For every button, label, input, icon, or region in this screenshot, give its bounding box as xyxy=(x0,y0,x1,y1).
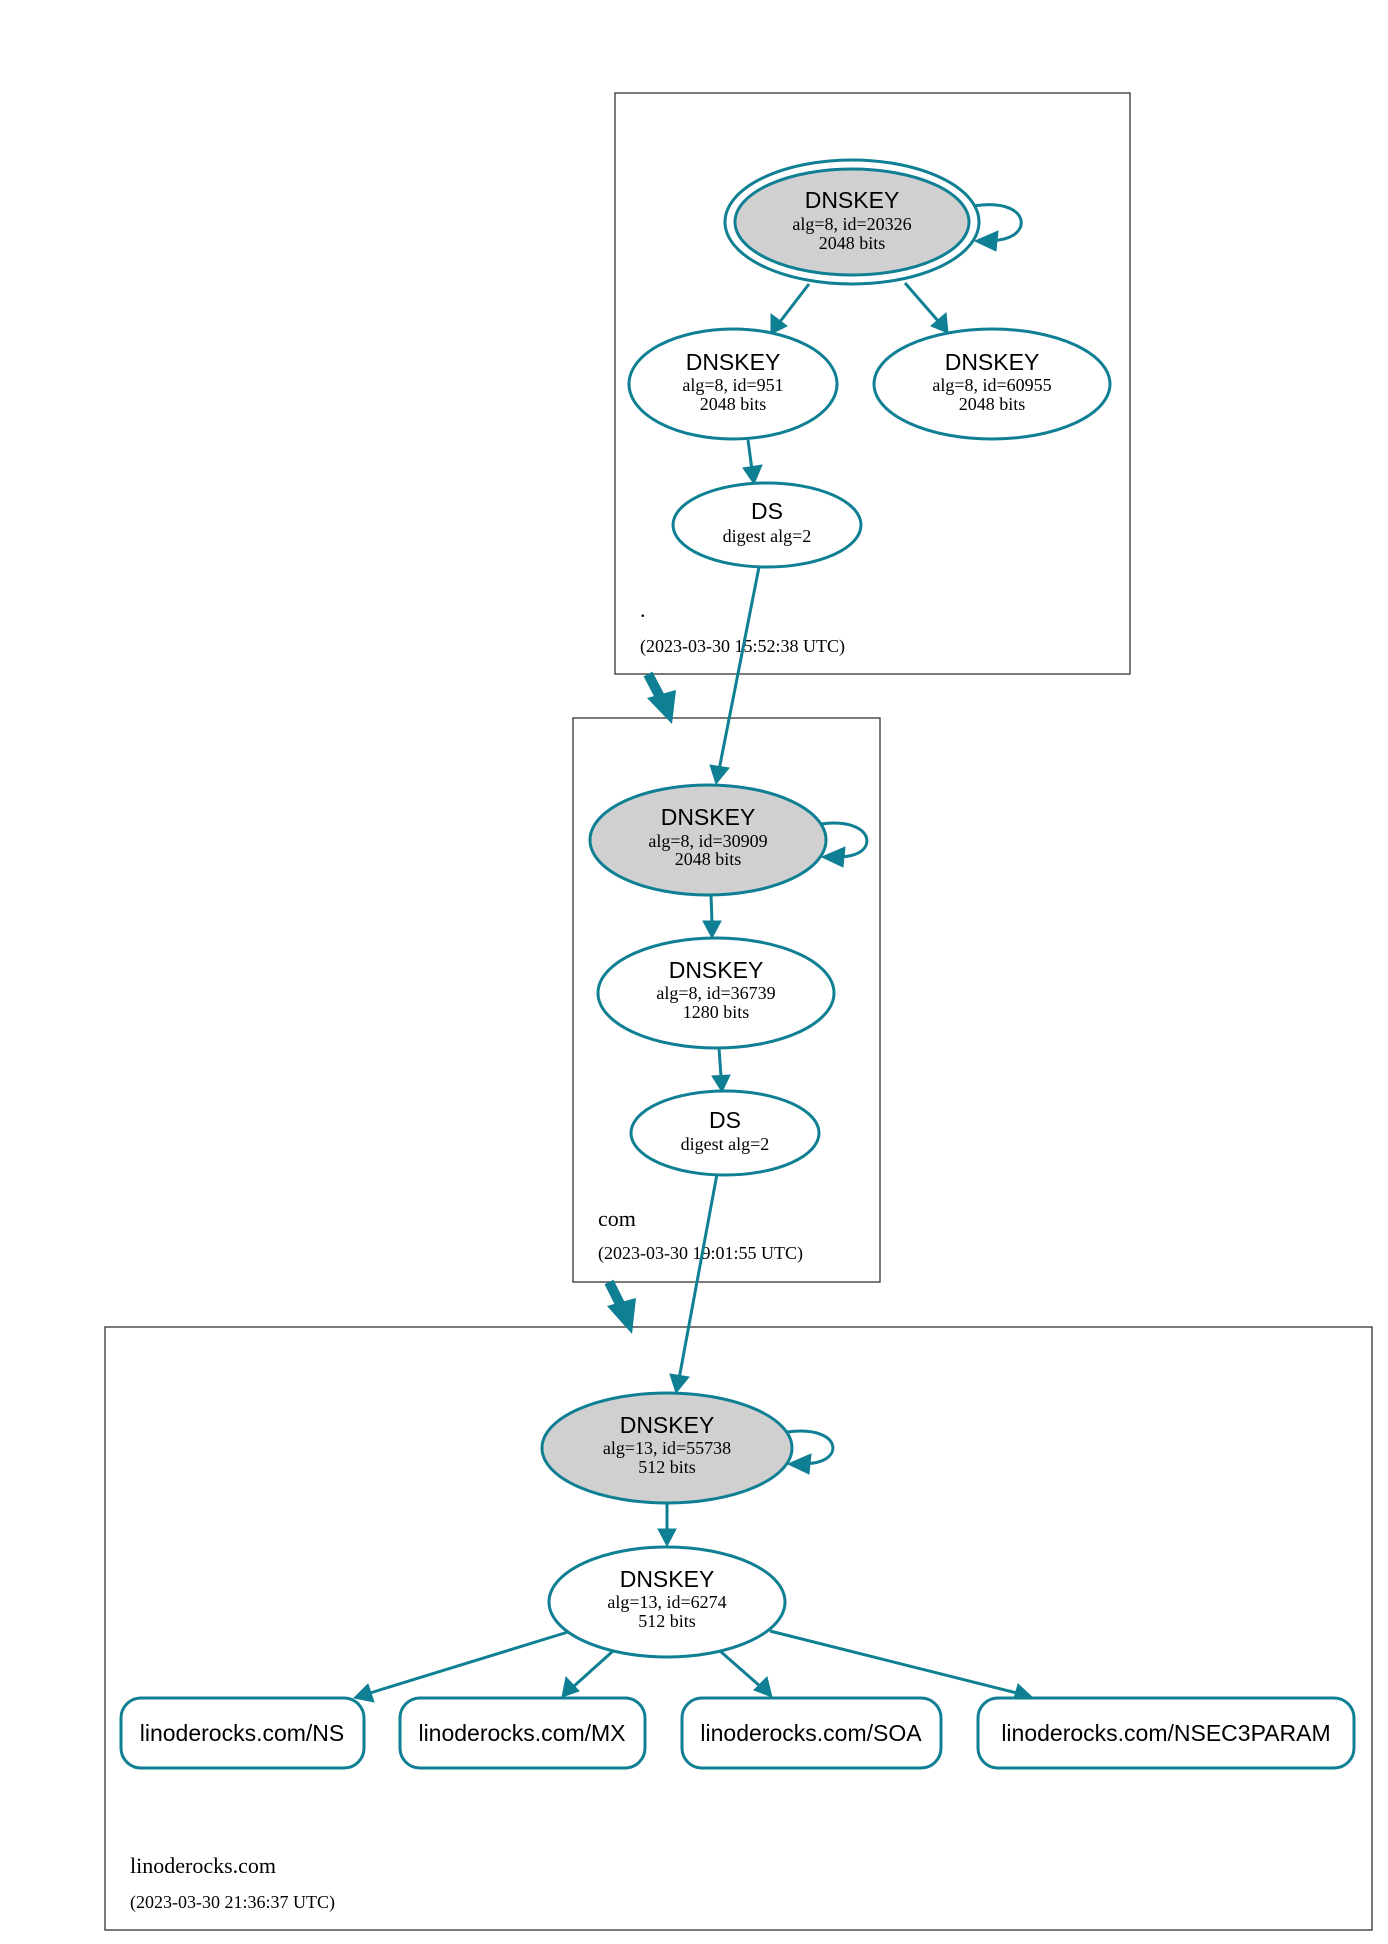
delegation-arrow-com-to-linoderocks xyxy=(604,1279,625,1307)
arrowhead xyxy=(770,313,788,335)
node-bits: 2048 bits xyxy=(700,394,767,414)
node-alg: alg=13, id=6274 xyxy=(607,1592,726,1612)
linoderocks-zsk-node[interactable]: DNSKEY alg=13, id=6274 512 bits xyxy=(547,1545,787,1659)
node-bits: 2048 bits xyxy=(959,394,1026,414)
node-alg: alg=8, id=30909 xyxy=(648,831,767,851)
rrset-label: linoderocks.com/SOA xyxy=(700,1720,922,1746)
node-alg: alg=8, id=60955 xyxy=(932,375,1051,395)
zone-name-com: com xyxy=(598,1206,636,1231)
edge-com-ds-to-linoderocks-ksk xyxy=(677,1173,719,1380)
node-title: DNSKEY xyxy=(686,349,781,375)
arrowhead xyxy=(973,230,999,252)
zone-box-com xyxy=(572,717,881,1283)
rrset-label: linoderocks.com/NSEC3PARAM xyxy=(1001,1720,1330,1746)
arrowhead xyxy=(711,1074,731,1094)
edge-com-ksk-self xyxy=(820,821,869,859)
rrset-label: linoderocks.com/MX xyxy=(418,1720,625,1746)
com-zsk-node[interactable]: DNSKEY alg=8, id=36739 1280 bits xyxy=(596,936,836,1050)
arrowhead xyxy=(657,1528,677,1548)
edge-root-ksk-to-zsk1 xyxy=(777,283,811,324)
delegation-arrowhead xyxy=(647,690,676,724)
node-digest: digest alg=2 xyxy=(681,1134,770,1154)
node-bits: 512 bits xyxy=(638,1611,696,1631)
rrset-label: linoderocks.com/NS xyxy=(140,1720,345,1746)
zone-time-com: (2023-03-30 19:01:55 UTC) xyxy=(598,1243,803,1264)
arrowhead xyxy=(820,846,846,868)
arrowhead xyxy=(702,920,722,940)
zone-time-linoderocks: (2023-03-30 21:36:37 UTC) xyxy=(130,1892,335,1913)
node-bits: 2048 bits xyxy=(819,233,886,253)
rrset-nsec3param-node[interactable]: linoderocks.com/NSEC3PARAM xyxy=(976,1696,1356,1770)
node-alg: alg=8, id=20326 xyxy=(792,214,911,234)
edge-linoderocks-ksk-self xyxy=(786,1429,835,1465)
edge-zsk-to-ns xyxy=(369,1630,569,1695)
node-title: DS xyxy=(709,1107,741,1133)
zone-box-linoderocks xyxy=(104,1326,1373,1931)
edge-com-zsk-to-ds xyxy=(717,1047,723,1078)
root-zsk-60955-node[interactable]: DNSKEY alg=8, id=60955 2048 bits xyxy=(872,327,1112,441)
node-title: DNSKEY xyxy=(805,187,900,213)
node-title: DS xyxy=(751,498,783,524)
edge-root-ksk-self xyxy=(973,203,1023,242)
arrowhead xyxy=(669,1373,690,1395)
arrowhead xyxy=(753,1676,773,1698)
com-ds-node[interactable]: DS digest alg=2 xyxy=(629,1089,821,1177)
arrowhead xyxy=(352,1683,375,1703)
edge-zsk-to-mx xyxy=(571,1649,615,1689)
node-bits: 1280 bits xyxy=(683,1002,750,1022)
edge-zsk-to-nsec3param xyxy=(769,1629,1018,1695)
node-alg: alg=8, id=36739 xyxy=(656,983,775,1003)
edge-root-zsk1-to-ds xyxy=(746,439,754,471)
linoderocks-ksk-node[interactable]: DNSKEY alg=13, id=55738 512 bits xyxy=(540,1391,794,1505)
zone-name-linoderocks: linoderocks.com xyxy=(130,1853,276,1878)
ksk-inner-ellipse xyxy=(733,167,971,277)
rrset-ns-node[interactable]: linoderocks.com/NS xyxy=(119,1696,366,1770)
delegation-arrow-root-to-com xyxy=(643,671,665,700)
zone-box-root xyxy=(614,92,1131,675)
root-ds-node[interactable]: DS digest alg=2 xyxy=(671,481,863,569)
rrset-mx-node[interactable]: linoderocks.com/MX xyxy=(398,1696,647,1770)
node-bits: 512 bits xyxy=(638,1457,696,1477)
rrset-soa-node[interactable]: linoderocks.com/SOA xyxy=(680,1696,943,1770)
node-bits: 2048 bits xyxy=(675,849,742,869)
node-title: DNSKEY xyxy=(620,1566,715,1592)
edge-root-ds-to-com-ksk xyxy=(717,566,761,771)
delegation-arrowhead xyxy=(607,1298,636,1334)
arrowhead xyxy=(561,1675,580,1698)
edge-root-ksk-to-zsk2 xyxy=(903,282,941,323)
arrowhead xyxy=(742,464,763,486)
arrowhead xyxy=(786,1453,812,1475)
node-title: DNSKEY xyxy=(661,804,756,830)
node-alg: alg=13, id=55738 xyxy=(603,1438,731,1458)
node-title: DNSKEY xyxy=(620,1412,715,1438)
arrowhead xyxy=(709,764,730,786)
edge-zsk-to-soa xyxy=(719,1649,762,1689)
arrowhead xyxy=(930,311,949,334)
zone-name-root: . xyxy=(640,597,646,622)
edge-com-ksk-to-zsk xyxy=(709,894,714,924)
root-zsk-951-node[interactable]: DNSKEY alg=8, id=951 2048 bits xyxy=(627,327,839,441)
node-alg: alg=8, id=951 xyxy=(682,375,783,395)
root-ksk-node[interactable]: DNSKEY alg=8, id=20326 2048 bits xyxy=(723,158,981,286)
node-digest: digest alg=2 xyxy=(723,526,812,546)
com-ksk-node[interactable]: DNSKEY alg=8, id=30909 2048 bits xyxy=(588,783,828,897)
node-title: DNSKEY xyxy=(669,957,764,983)
node-title: DNSKEY xyxy=(945,349,1040,375)
